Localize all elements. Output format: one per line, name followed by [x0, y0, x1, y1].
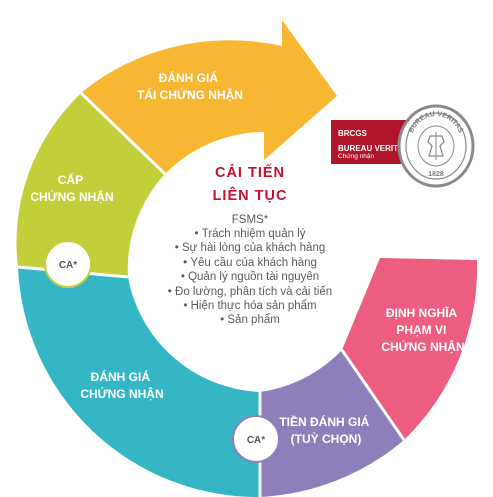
center-content: CẢI TIẾN LIÊN TỤC FSMS* Trách nhiệm quản…	[135, 162, 365, 328]
center-title-line2: LIÊN TỤC	[212, 188, 288, 204]
ca-circle-upper	[44, 240, 92, 288]
segment-cert-audit	[18, 267, 260, 497]
center-list-item: Sản phẩm	[135, 313, 365, 327]
pre-audit-label-2: (TUỲ CHỌN)	[291, 431, 362, 446]
ca-label-lower: CA*	[247, 435, 265, 446]
scope-label-2: PHẠM VI	[396, 323, 446, 337]
cert-audit-label-1: ĐÁNH GIÁ	[91, 369, 151, 384]
segment-pre-audit	[260, 350, 404, 497]
scope-label-3: CHỨNG NHẬN	[381, 339, 464, 354]
segment-scope	[342, 258, 478, 440]
center-title-line1: CẢI TIẾN	[214, 165, 286, 181]
ca-label-upper: CA*	[59, 260, 77, 271]
center-list-item: Hiện thực hóa sản phẩm	[135, 299, 365, 313]
badge-line1: BRCGS	[338, 129, 367, 138]
cert-audit-label-2: CHỨNG NHẬN	[80, 386, 163, 401]
svg-text:ĐÁNH GIÁ CHỨNG NHẬN: ĐÁNH GIÁ CHỨNG NHẬN	[80, 369, 163, 401]
bureau-veritas-seal-icon: BUREAU VERITAS 1828	[397, 104, 475, 188]
center-list-item: Yêu cầu của khách hàng	[135, 256, 365, 270]
certification-label-2: CHỨNG NHẬN	[30, 189, 113, 204]
recert-audit-label-2: TÁI CHỨNG NHẬN	[137, 87, 243, 102]
center-list-item: Sự hài lòng của khách hàng	[135, 241, 365, 255]
certification-label-1: CẤP	[58, 172, 83, 187]
segment-recert-audit	[81, 20, 337, 174]
svg-text:TIỀN ĐÁNH GIÁ (TUỲ CHỌN): TIỀN ĐÁNH GIÁ (TUỲ CHỌN)	[279, 414, 372, 446]
ca-circle-lower	[232, 415, 280, 463]
center-list-item: Đo lường, phân tích và cải tiến	[135, 285, 365, 299]
center-subtitle: FSMS*	[231, 214, 269, 226]
badge-line2: BUREAU VERITAS	[338, 144, 409, 153]
scope-label-1: ĐỊNH NGHĨA	[386, 305, 458, 320]
pre-audit-label-1: TIỀN ĐÁNH GIÁ	[279, 414, 369, 429]
center-list-item: Trách nhiệm quản lý	[135, 227, 365, 241]
recert-audit-label-1: ĐÁNH GIÁ	[159, 70, 219, 85]
seal-year: 1828	[428, 171, 444, 178]
svg-text:CẤP CHỨNG NHẬN: CẤP CHỨNG NHẬN	[30, 172, 113, 204]
center-item-list: Trách nhiệm quản lý Sự hài lòng của khác…	[135, 227, 365, 328]
svg-text:ĐỊNH NGHĨA PHẠM VI CHỨ: ĐỊNH NGHĨA PHẠM VI CHỨNG NHẬN	[381, 305, 464, 354]
center-list-item: Quản lý nguồn tài nguyên	[135, 270, 365, 284]
svg-text:ĐÁNH GIÁ TÁI CHỨNG NHẬN: ĐÁNH GIÁ TÁI CHỨNG NHẬN	[137, 70, 243, 102]
badge-line3: Chứng nhận	[338, 153, 375, 160]
